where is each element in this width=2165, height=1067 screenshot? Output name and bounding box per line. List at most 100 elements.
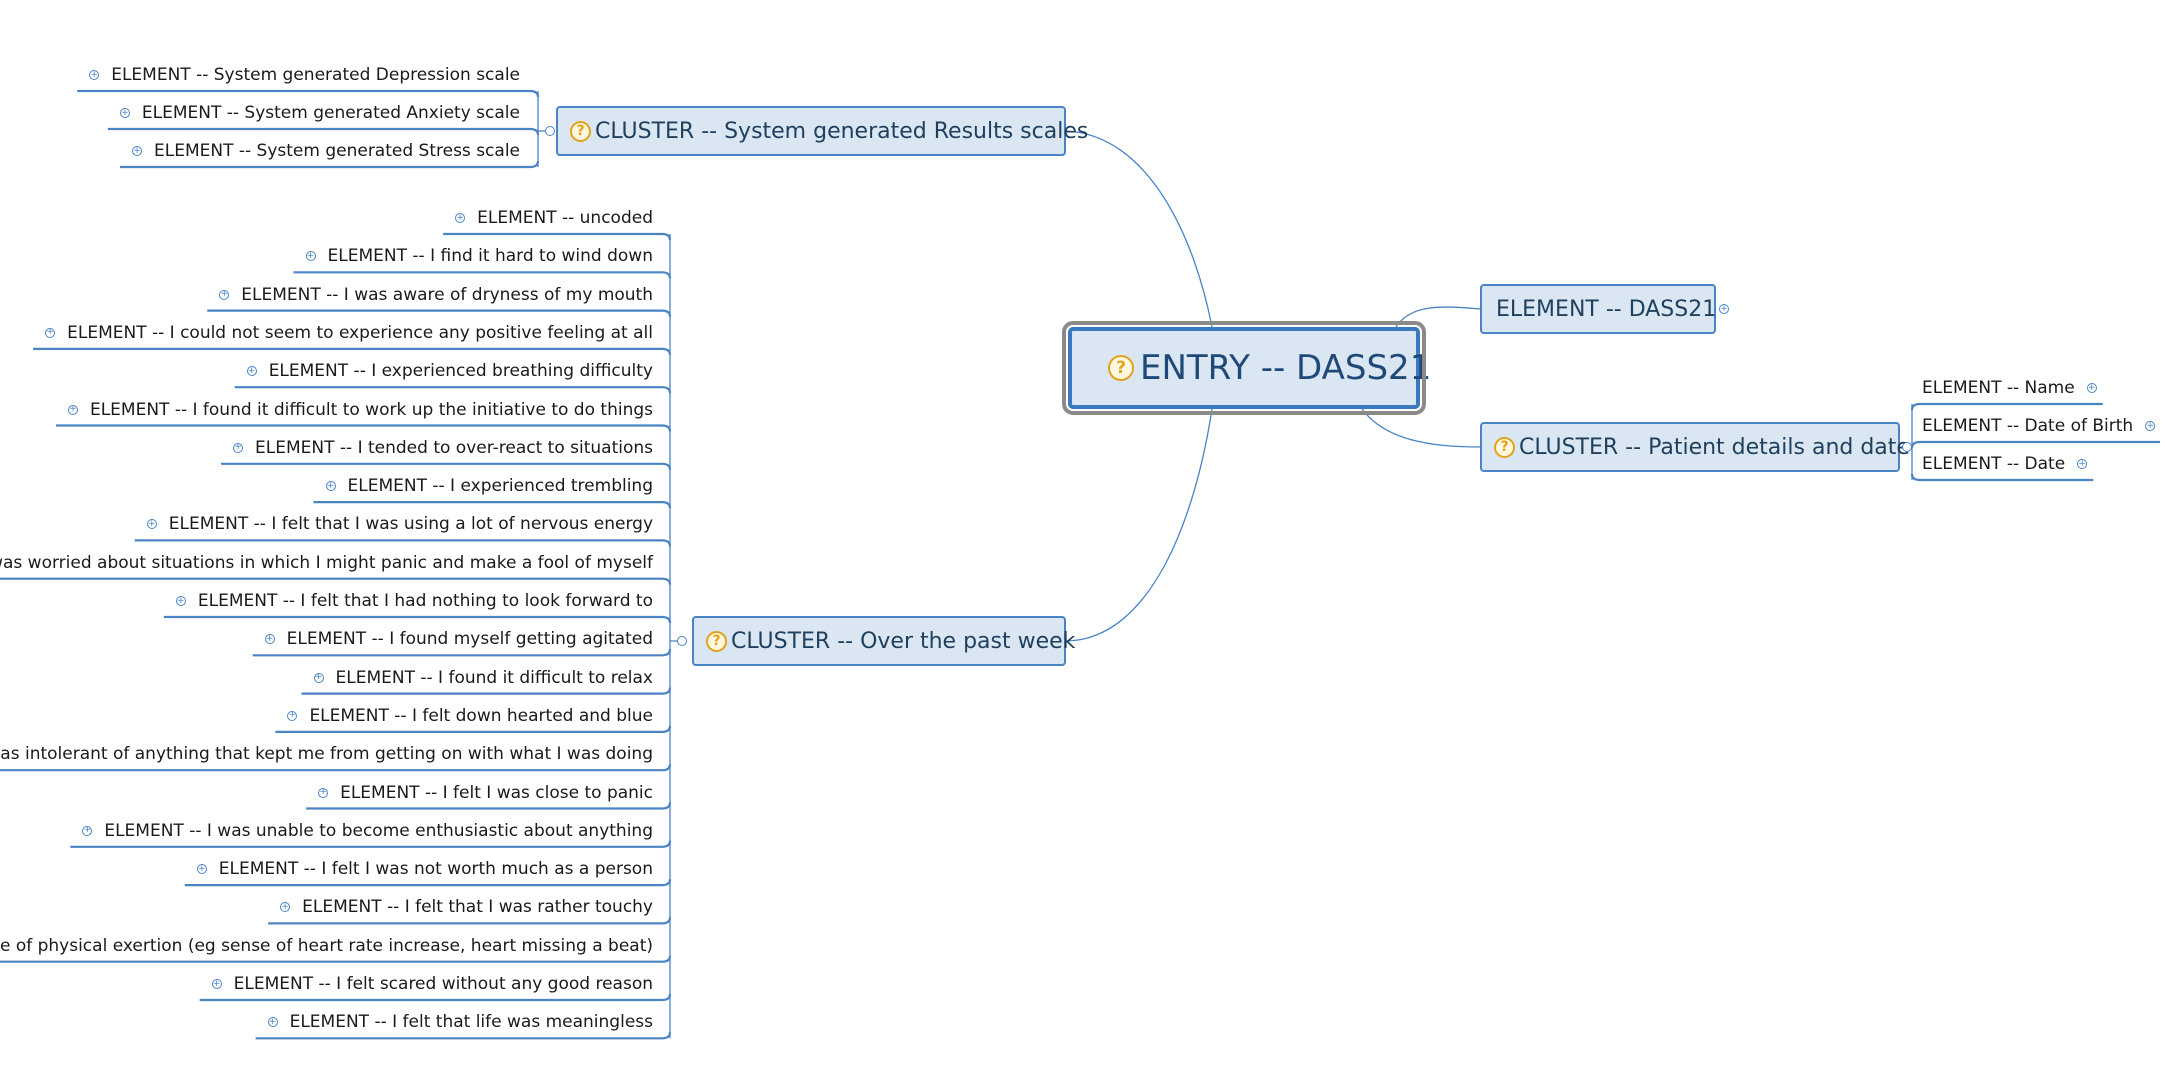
week-element-label: ELEMENT -- I was unable to become enthus… — [104, 820, 653, 841]
week-element-label: ELEMENT -- I tended to over-react to sit… — [255, 437, 653, 458]
patient-element-label: ELEMENT -- Date of Birth — [1922, 416, 2134, 436]
week-element-label: ELEMENT -- I was aware of dryness of my … — [241, 284, 653, 305]
expand-icon[interactable]: + — [219, 289, 230, 300]
question-icon: ? — [1494, 436, 1515, 458]
expand-icon[interactable]: + — [246, 365, 257, 377]
week-element-label: ELEMENT -- I felt that I had nothing to … — [197, 591, 653, 611]
expand-icon[interactable]: + — [325, 480, 336, 492]
expand-icon[interactable]: + — [82, 825, 93, 836]
week-element-item[interactable]: + ELEMENT -- I felt I was close to panic — [318, 780, 653, 806]
cluster-results-label: CLUSTER -- System generated Results scal… — [595, 118, 1089, 144]
expand-icon[interactable]: + — [2086, 382, 2097, 393]
expand-icon[interactable]: + — [233, 442, 244, 453]
week-element-item[interactable]: +ELEMENT -- I felt I was not worth much … — [196, 856, 653, 882]
week-element-item[interactable]: + ELEMENT -- I was aware of dryness of my… — [219, 282, 653, 308]
week-element-label: ELEMENT -- I find it hard to wind down — [327, 246, 653, 267]
week-element-label: ELEMENT -- I found it difficult to relax — [335, 667, 654, 688]
week-element-item[interactable]: + ELEMENT -- I was unable to become enthu… — [82, 818, 653, 844]
week-element-label: ELEMENT -- I felt I was close to panic — [340, 782, 653, 803]
week-element-item[interactable]: + ELEMENT -- I felt scared without any go… — [211, 971, 653, 997]
week-collapse-dot[interactable] — [677, 636, 687, 646]
week-element-label: ELEMENT -- I could not seem to experienc… — [67, 322, 653, 343]
element-dass21[interactable]: ELEMENT -- DASS21 — [1480, 284, 1716, 334]
expand-icon[interactable]: + — [267, 1016, 278, 1028]
results-element-label: ELEMENT -- System generated Anxiety scal… — [141, 103, 520, 123]
results-element-label: ELEMENT -- System generated Depression s… — [111, 65, 520, 85]
week-element-item[interactable]: + ELEMENT -- I could not seem to experien… — [45, 320, 653, 346]
patient-element-label: ELEMENT -- Date — [1922, 454, 2066, 474]
element-dass21-label: ELEMENT -- DASS21 — [1496, 296, 1717, 322]
cluster-patient-details[interactable]: ? CLUSTER -- Patient details and date — [1480, 422, 1910, 472]
patient-element-item[interactable]: ELEMENT -- Date of Birth + — [1922, 413, 2156, 439]
expand-icon[interactable]: + — [132, 145, 142, 156]
patient-element-item[interactable]: ELEMENT -- Date + — [1922, 451, 2088, 477]
week-element-item[interactable]: + ELEMENT -- I tended to over-react to si… — [233, 435, 653, 461]
results-element-item[interactable]: + ELEMENT -- System generated Depression … — [89, 62, 520, 88]
connector-line — [1395, 306, 1481, 328]
week-element-item[interactable]: +ELEMENT -- I felt that life was meaning… — [267, 1009, 653, 1035]
expand-icon[interactable]: + — [89, 69, 100, 80]
cluster-over-past-week[interactable]: ? CLUSTER -- Over the past week — [692, 616, 1075, 666]
expand-icon[interactable]: + — [264, 633, 275, 645]
week-element-item[interactable]: +ELEMENT -- I found it difficult to work… — [67, 397, 653, 423]
week-element-label: ELEMENT -- I was intolerant of anything … — [0, 744, 653, 765]
expand-icon[interactable]: + — [211, 978, 222, 989]
cluster-results-scales[interactable]: ? CLUSTER -- System generated Results sc… — [556, 106, 1088, 156]
results-collapse-dot[interactable] — [545, 126, 555, 136]
week-element-item[interactable]: +ELEMENT -- I was worried about situatio… — [0, 550, 653, 576]
week-element-item[interactable]: + ELEMENT -- I found it difficult to rela… — [313, 665, 654, 691]
week-element-label: ELEMENT -- I felt scared without any goo… — [233, 974, 653, 994]
results-element-item[interactable]: + ELEMENT -- System generated Anxiety sca… — [119, 100, 520, 126]
connector-line — [134, 539, 672, 547]
week-element-item[interactable]: + ELEMENT -- I felt down hearted and blue — [287, 703, 653, 729]
expand-icon[interactable]: + — [2077, 458, 2088, 469]
week-element-item[interactable]: +ELEMENT -- I experienced breathing diff… — [246, 358, 653, 384]
expand-icon[interactable]: + — [67, 404, 78, 415]
week-element-item[interactable]: + ELEMENT -- I felt that I was rather tou… — [280, 894, 653, 920]
patient-collapse-dot[interactable] — [1902, 442, 1912, 452]
week-element-label: ELEMENT -- I felt that I was using a lot… — [168, 514, 653, 535]
expand-icon[interactable]: + — [455, 212, 466, 223]
week-element-label: ELEMENT -- uncoded — [477, 208, 653, 228]
connector-line — [107, 127, 540, 136]
expand-icon[interactable]: + — [305, 250, 316, 262]
results-element-label: ELEMENT -- System generated Stress scale — [154, 141, 520, 161]
expand-icon[interactable]: + — [2145, 420, 2156, 431]
week-element-item[interactable]: +ELEMENT -- I was intolerant of anything… — [0, 741, 653, 767]
question-icon: ? — [1108, 355, 1134, 381]
week-element-item[interactable]: + ELEMENT -- I felt that I was using a lo… — [146, 511, 653, 537]
week-element-label: ELEMENT -- I experienced trembling — [347, 476, 653, 497]
connector-line — [1065, 130, 1213, 328]
connector-line — [1910, 402, 2103, 411]
expand-icon[interactable]: + — [1719, 304, 1729, 314]
week-element-item[interactable]: + ELEMENT -- uncoded — [455, 205, 653, 231]
week-element-item[interactable]: + ELEMENT -- I felt that I had nothing to… — [175, 588, 653, 614]
expand-icon[interactable]: + — [280, 901, 291, 913]
expand-icon[interactable]: + — [287, 710, 298, 721]
expand-icon[interactable]: + — [146, 518, 157, 530]
expand-icon[interactable]: + — [318, 787, 329, 798]
connector-line — [55, 424, 672, 432]
week-element-item[interactable]: +ELEMENT -- I was aware of the action of… — [0, 933, 653, 959]
week-element-item[interactable]: +ELEMENT -- I found myself getting agita… — [264, 626, 653, 652]
expand-icon[interactable]: + — [196, 863, 207, 875]
expand-icon[interactable]: + — [313, 672, 324, 683]
expand-icon[interactable]: + — [175, 595, 186, 606]
cluster-week-label: CLUSTER -- Over the past week — [731, 628, 1076, 654]
expand-icon[interactable]: + — [45, 327, 56, 338]
connector-line — [0, 577, 672, 585]
question-icon: ? — [570, 120, 591, 142]
connector-line — [1361, 408, 1481, 448]
results-element-item[interactable]: + ELEMENT -- System generated Stress scal… — [132, 138, 520, 164]
week-element-label: ELEMENT -- I felt that I was rather touc… — [302, 897, 653, 918]
connector-line — [163, 615, 672, 624]
expand-icon[interactable]: + — [119, 107, 130, 118]
patient-element-item[interactable]: ELEMENT -- Name+ — [1922, 375, 2097, 401]
connector-line — [234, 386, 672, 394]
week-element-label: ELEMENT -- I felt down hearted and blue — [309, 705, 653, 726]
central-topic[interactable]: ? ENTRY -- DASS21 — [1062, 321, 1431, 415]
connector-line — [221, 462, 672, 470]
week-element-item[interactable]: + ELEMENT -- I experienced trembling — [325, 473, 653, 499]
week-element-item[interactable]: + ELEMENT -- I find it hard to wind down — [305, 243, 653, 269]
